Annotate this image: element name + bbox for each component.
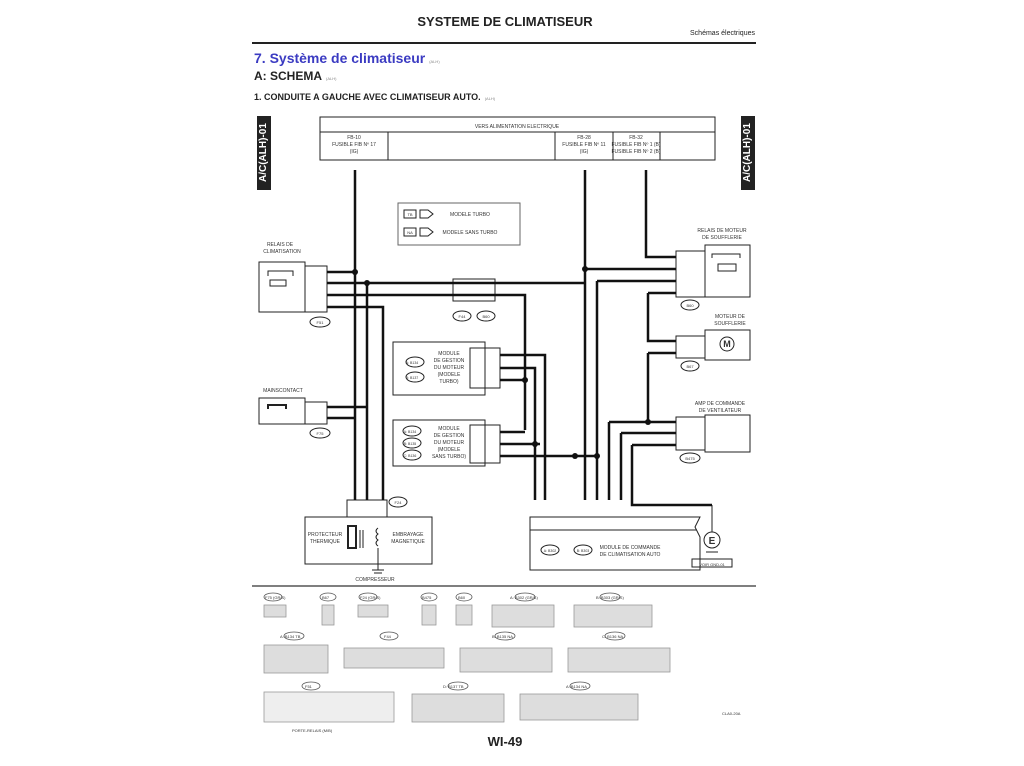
blower-motor-label: MOTEUR DE <box>715 314 746 320</box>
page-header-subtitle: Schémas électriques <box>690 30 755 37</box>
connector-id: A: B134 <box>404 430 417 434</box>
legend-label: MODELE SANS TURBO <box>443 230 498 236</box>
connector-id: B475 <box>685 456 695 461</box>
subsection-title-text: A: SCHEMA <box>254 69 322 83</box>
relais-clim-label: RELAIS DE <box>267 242 294 248</box>
section-title: 7. Système de climatiseur(ALH) <box>254 50 440 66</box>
connector-view-label: B: B303 (GR/S) <box>596 595 624 600</box>
fuse-label: FUSIBLE FIB Nº 11 <box>562 142 606 148</box>
fuse-label: FUSIBLE FIB Nº 2 (B) <box>611 149 660 155</box>
connector-views <box>263 604 671 723</box>
ecm-turbo-label: DU MOTEUR <box>434 365 465 371</box>
ecm-na-box <box>392 419 486 467</box>
compressor-label: THERMIQUE <box>310 539 341 545</box>
connector-id: F44 <box>459 314 467 319</box>
connector-view-label: A: B302 (GR/S) <box>510 595 538 600</box>
auto-ac-module-box <box>529 516 701 571</box>
legend-label: MODELE TURBO <box>450 212 490 218</box>
connector-view-label: F44 <box>384 634 392 639</box>
auto-ac-module-label: MODULE DE COMMANDE <box>600 545 662 551</box>
auto-ac-module-label: DE CLIMATISATION AUTO <box>600 552 661 558</box>
connector-id: F51 <box>317 320 325 325</box>
fuse-label: FB-10 <box>347 135 361 141</box>
blower-relay-label: RELAIS DE MOTEUR <box>697 228 747 234</box>
figure-id: CLA0-20A <box>722 711 741 716</box>
fuse-label: FUSIBLE FIB Nº 17 <box>332 142 376 148</box>
connector-view-label: F51 <box>305 684 313 689</box>
mainscontact-label: MAINSCONTACT <box>263 388 303 394</box>
compressor-label: EMBRAYAGE <box>393 532 425 538</box>
ecm-na-label: DE GESTION <box>434 433 465 439</box>
junction-dots <box>352 266 651 459</box>
ground-icon: E <box>709 536 716 547</box>
connector-id: F75 <box>317 431 325 436</box>
mainscontact-box <box>258 397 306 425</box>
power-box <box>319 116 716 161</box>
relais-clim-box <box>258 261 306 313</box>
ecm-turbo-label: TURBO) <box>439 379 459 385</box>
connector-id: B: B137 <box>406 376 419 380</box>
ecm-na-label: DU MOTEUR <box>434 440 465 446</box>
connector-view-label: A: B134 TB <box>280 634 301 639</box>
connector-id: F24 <box>395 500 403 505</box>
ecm-turbo-box <box>392 341 486 396</box>
fuse-label: FB-32 <box>629 135 643 141</box>
connector-id: B60 <box>686 303 694 308</box>
connector-view-label: B: B135 NA <box>492 634 513 639</box>
connector-view-label: C: B136 NA <box>602 634 623 639</box>
fuse-label: (IG) <box>580 149 589 155</box>
connector-id: B60 <box>482 314 490 319</box>
ecm-na-label: SANS TURBO) <box>432 454 466 460</box>
fuse-label: FB-28 <box>577 135 591 141</box>
vent-amp-label: AMP DE COMMANDE <box>695 401 746 407</box>
compressor-label: PROTECTEUR <box>308 532 343 538</box>
ecm-turbo-label: MODULE <box>438 351 460 357</box>
connector-view-label: D: B137 TB <box>443 684 464 689</box>
motor-icon: M <box>723 339 731 349</box>
fuse-label: (IG) <box>350 149 359 155</box>
connector-view-label: A: B134 NA <box>566 684 587 689</box>
item-title-text: 1. CONDUITE A GAUCHE AVEC CLIMATISEUR AU… <box>254 92 481 102</box>
connector-id: A: B134 <box>406 361 419 365</box>
power-box-header: VERS ALIMENTATION ELECTRIQUE <box>475 124 560 130</box>
subsection-title: A: SCHEMA (ALH) <box>254 69 336 83</box>
ecm-turbo-label: DE GESTION <box>434 358 465 364</box>
ground-label: VOIR GND-01 <box>699 562 725 567</box>
connector-id: C: B136 <box>404 454 417 458</box>
header-rule <box>252 42 756 44</box>
connector-id: B: B303 <box>577 549 590 553</box>
fuse-label: FUSIBLE FIB Nº 1 (B) <box>611 142 660 148</box>
page-number: WI-49 <box>487 734 523 749</box>
legend-code: NA <box>407 230 413 235</box>
connector-view-label: B60 <box>458 595 466 600</box>
compressor-label: MAGNETIQUE <box>391 539 425 545</box>
connector-view-label: F75 (GR/S) <box>265 595 286 600</box>
connector-view-label: B67 <box>322 595 330 600</box>
ecm-turbo-label: (MODELE <box>438 372 461 378</box>
section-title-text: 7. Système de climatiseur <box>254 50 426 66</box>
connector-id: B: B135 <box>404 442 417 446</box>
connector-view-label: B475 <box>422 595 432 600</box>
ecm-na-label: MODULE <box>438 426 460 432</box>
item-tag: (ALH) <box>484 96 496 101</box>
connector-id: B67 <box>686 364 694 369</box>
compressor-label: COMPRESSEUR <box>355 577 395 583</box>
section-tag: (ALH) <box>429 59 440 64</box>
blower-motor-label: SOUFFLERIE <box>714 321 746 327</box>
blower-relay-label: DE SOUFFLERIE <box>702 235 742 241</box>
vent-amp-box <box>704 414 751 453</box>
legend-box <box>397 202 521 246</box>
connector-view-label: F24 (GR/S) <box>360 595 381 600</box>
item-title: 1. CONDUITE A GAUCHE AVEC CLIMATISEUR AU… <box>254 92 495 102</box>
relais-clim-label: CLIMATISATION <box>263 249 301 255</box>
page-header-title: SYSTEME DE CLIMATISEUR <box>417 14 593 29</box>
vent-amp-label: DE VENTILATEUR <box>699 408 742 414</box>
legend-code: TB <box>407 212 412 217</box>
subsection-tag: (ALH) <box>326 76 337 81</box>
relay-holder-label: PORTE-RELAIS (M/B) <box>292 728 333 733</box>
connector-id: A: B302 <box>544 549 557 553</box>
ecm-na-label: (MODELE <box>438 447 461 453</box>
